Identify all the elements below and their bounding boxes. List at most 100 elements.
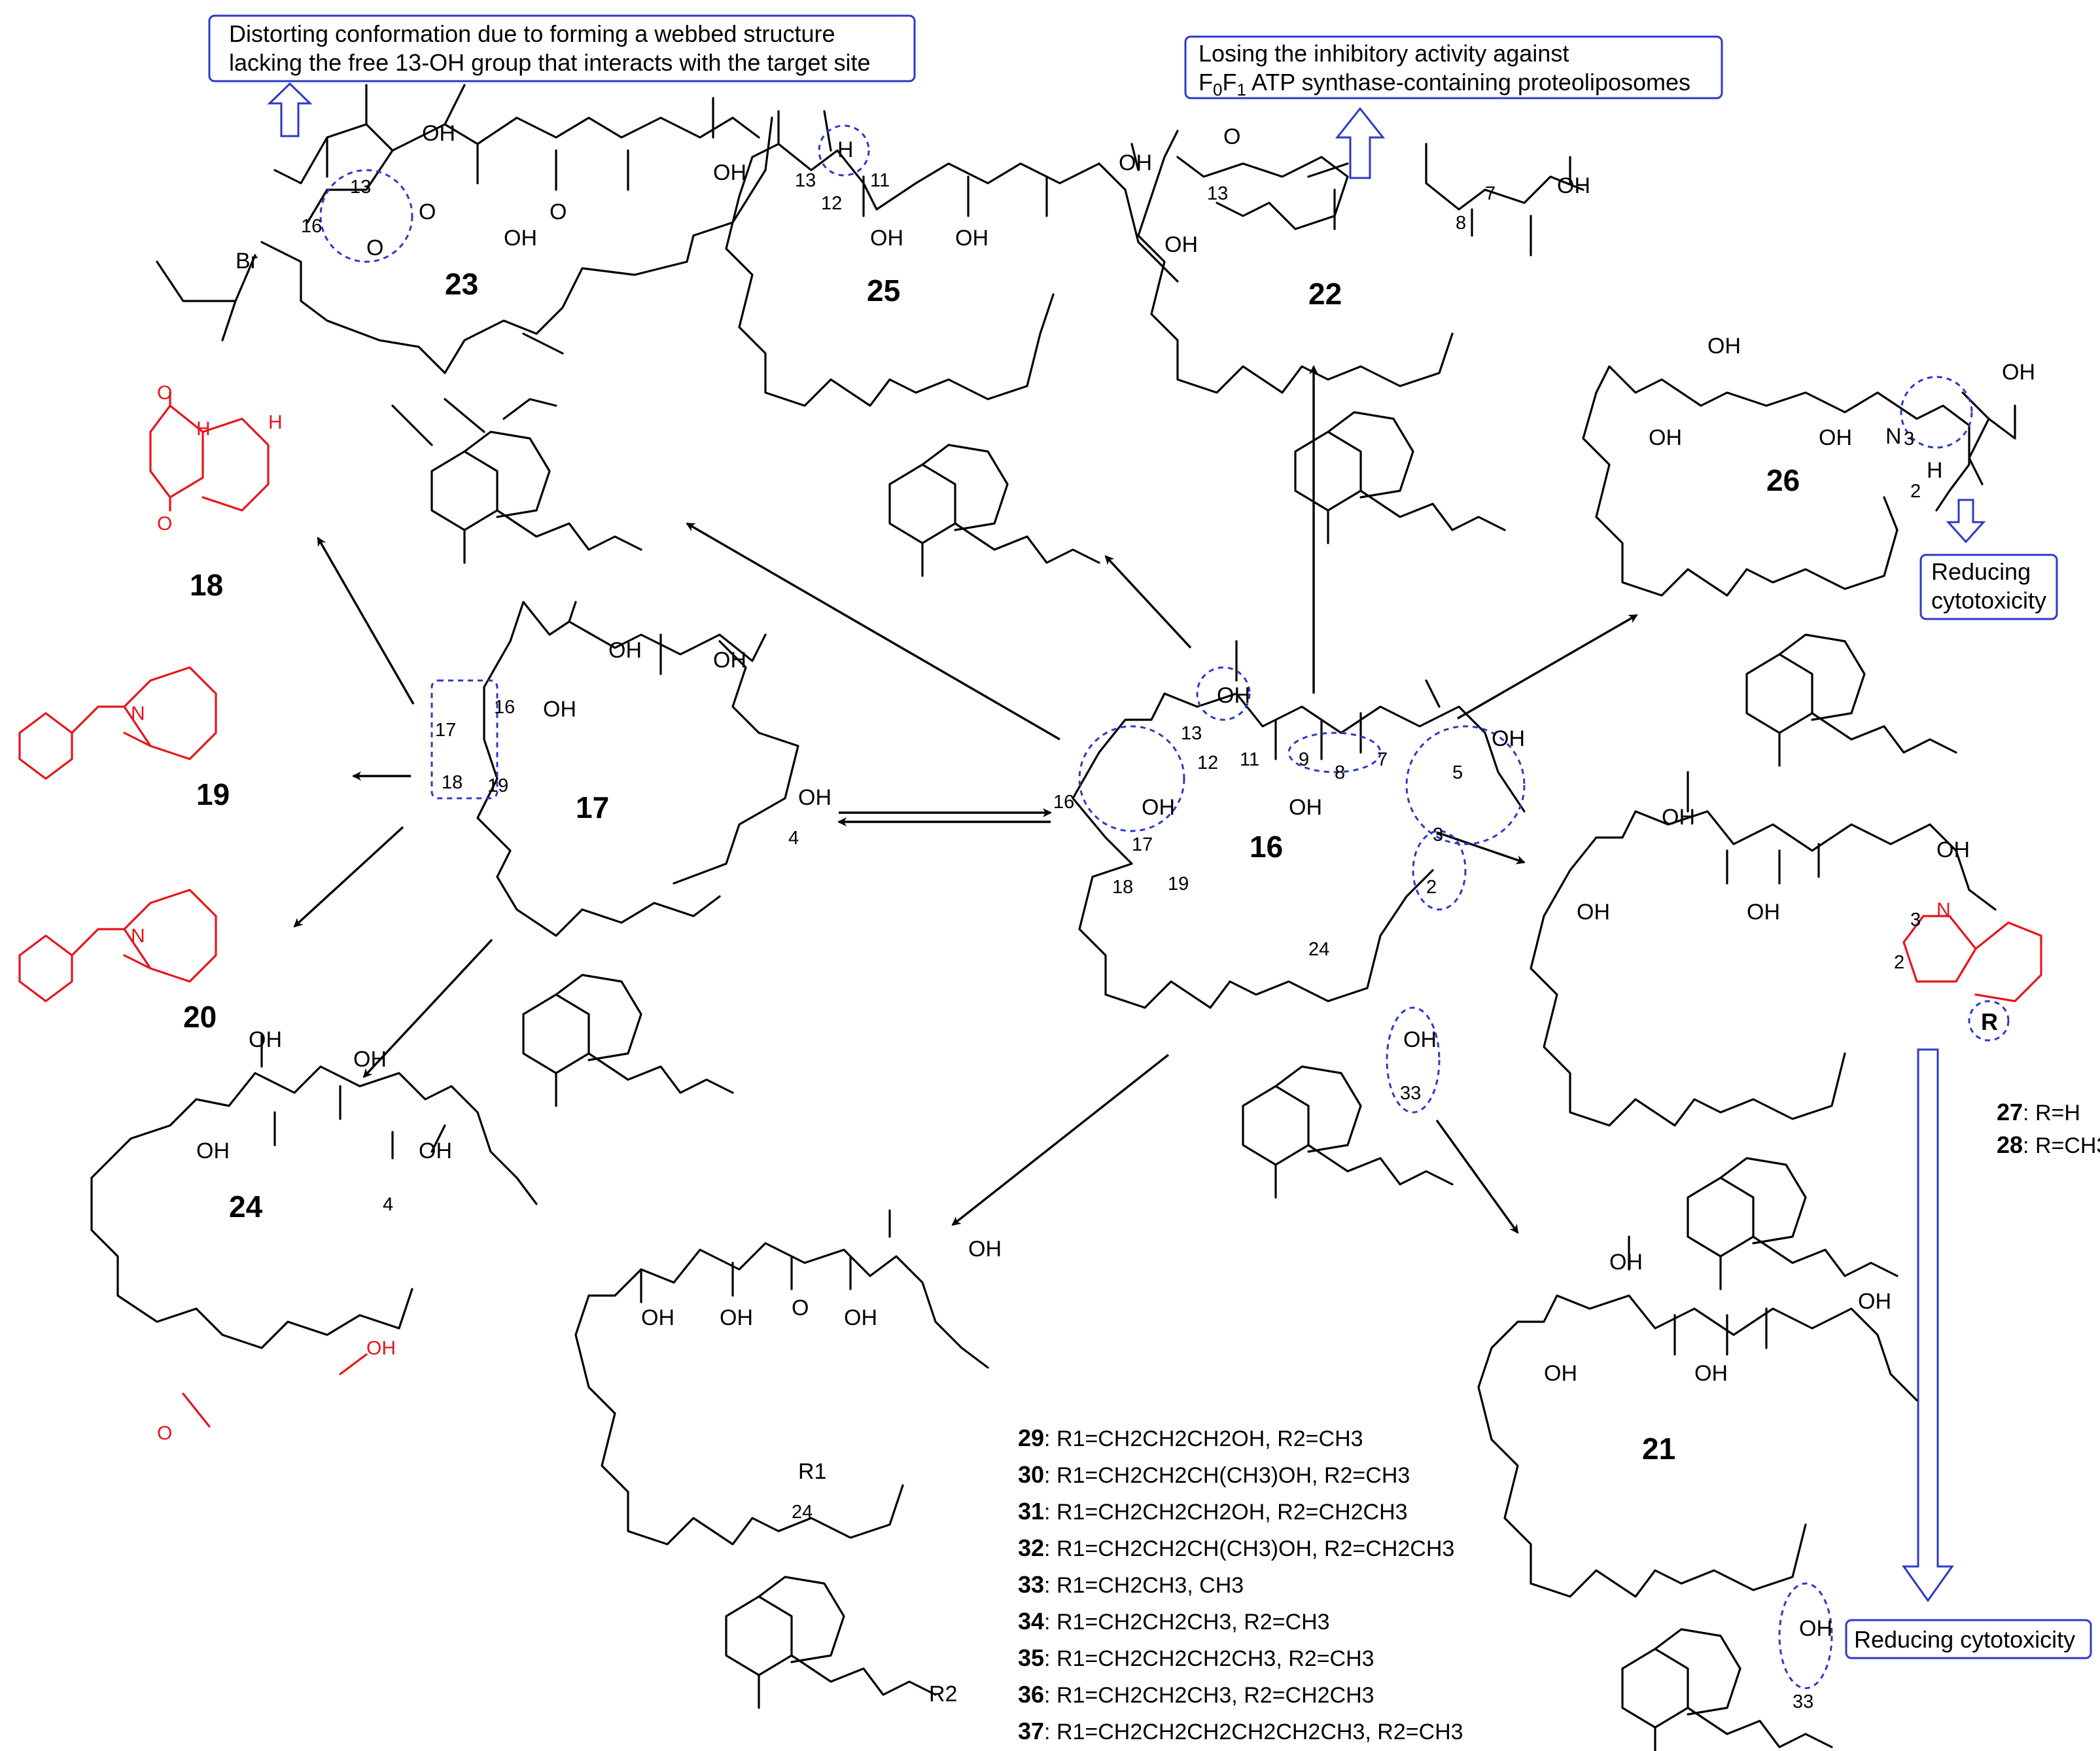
highlight-16-ring <box>1078 725 1185 832</box>
atom-oh-24c: OH <box>196 1139 230 1163</box>
analog-29: 29: R1=CH2CH2CH2OH, R2=CH3 <box>1018 1424 1363 1451</box>
arrow-16-to-23 <box>686 522 1060 741</box>
atom-r-27: R <box>1981 1008 1998 1035</box>
atom-oh-25c: OH <box>1119 150 1152 175</box>
atom-oh-21c: OH <box>1694 1361 1728 1386</box>
loc-24-16: 24 <box>1308 939 1329 960</box>
atom-oh-17d: OH <box>798 785 831 810</box>
atom-oh-27c: OH <box>1747 900 1780 925</box>
atom-oh-23a: OH <box>422 121 455 146</box>
loc-16-16: 16 <box>1053 792 1074 813</box>
atom-oh-24b: OH <box>353 1047 387 1072</box>
atom-n-20: N <box>131 925 145 947</box>
atom-n-26: N <box>1885 424 1902 449</box>
webbed-note-line2: lacking the free 13-OH group that intera… <box>229 49 871 76</box>
loc-4-17: 4 <box>788 828 799 849</box>
loc-12-25: 12 <box>821 193 842 214</box>
atom-h-26: H <box>1927 458 1943 483</box>
inhibitory-note-box <box>1184 35 1723 99</box>
analog-36: 36: R1=CH2CH2CH3, R2=CH2CH3 <box>1018 1681 1374 1708</box>
loc-2-26: 2 <box>1910 481 1921 502</box>
highlight-12-oh <box>1196 666 1251 721</box>
atom-o-18a: O <box>157 382 172 404</box>
loc-16-17: 16 <box>494 697 515 718</box>
reducing-note-26: Reducing cytotoxicity <box>1919 554 2058 620</box>
compound-21-label: 21 <box>1642 1432 1675 1466</box>
analog-31: 31: R1=CH2CH2CH2OH, R2=CH2CH3 <box>1018 1498 1408 1525</box>
analog-37: 37: R1=CH2CH2CH2CH2CH2CH3, R2=CH3 <box>1018 1718 1463 1744</box>
structure-25: H OH OH OH 13 12 11 25 <box>725 110 1179 577</box>
highlight-2-3 <box>1412 830 1467 911</box>
atom-oh-17b: OH <box>543 697 576 722</box>
structure-22: O OH OH 13 8 7 22 <box>1137 124 1590 544</box>
substituent-27: 27: R=H <box>1997 1099 2080 1125</box>
atom-oh-27b: OH <box>1577 900 1610 925</box>
loc-19-16: 19 <box>1168 874 1189 894</box>
loc-19-17: 19 <box>487 775 508 796</box>
inhibitory-note-line2: F0F1 ATP synthase-containing proteolipos… <box>1199 69 1690 99</box>
loc-11-16: 11 <box>1240 749 1259 770</box>
atom-o-18b: O <box>157 513 172 535</box>
analog-33: 33: R1=CH2CH3, CH3 <box>1018 1571 1244 1598</box>
loc-8-16: 8 <box>1335 762 1345 783</box>
structure-23: OH OH OH O O O Br 13 16 23 <box>156 84 773 564</box>
atom-oh-29b: OH <box>720 1305 753 1330</box>
arrow-16-to-25 <box>1104 555 1192 649</box>
atom-oh-24d: OH <box>419 1139 452 1163</box>
reducing-27-down-arrow-icon <box>1902 1048 1954 1602</box>
atom-oh-23c: OH <box>713 160 746 185</box>
structure-21: OH OH OH OH OH 33 21 <box>1477 1235 1918 1751</box>
atom-oh-26a: OH <box>1707 334 1741 359</box>
compound-16-label: 16 <box>1250 830 1283 864</box>
atom-oh-17c: OH <box>713 648 746 673</box>
compound-25-label: 25 <box>867 274 900 308</box>
atom-oh-24a: OH <box>249 1027 282 1052</box>
reducing-note-27-box <box>1845 1619 2092 1659</box>
atom-ho-22: OH <box>1164 232 1198 257</box>
atom-o-23b: O <box>550 200 567 224</box>
atom-oh-25a: OH <box>870 226 903 251</box>
atom-o-29: O <box>792 1296 809 1320</box>
compound-24-label: 24 <box>229 1190 263 1224</box>
loc-3-27: 3 <box>1910 910 1921 930</box>
compound-17-label: 17 <box>576 790 609 824</box>
atom-o-22a: O <box>1223 124 1240 149</box>
atom-oh-16c: OH <box>1289 795 1322 820</box>
arrow-17-to-24 <box>362 938 493 1078</box>
structure-16: OH OH OH OH OH 13 12 11 9 8 7 5 3 2 16 1… <box>1053 640 1526 1199</box>
loc-9-16: 9 <box>1299 749 1309 770</box>
atom-oh-21b: OH <box>1544 1361 1577 1386</box>
compound-22-label: 22 <box>1308 277 1342 311</box>
highlight-8-9 <box>1287 732 1382 773</box>
loc-3-26: 3 <box>1904 429 1914 450</box>
atom-oh-29a: OH <box>641 1305 674 1330</box>
reaction-arrows <box>293 365 1638 1234</box>
atom-oh-16e: OH <box>1403 1027 1437 1052</box>
reducing-note-27-text: Reducing cytotoxicity <box>1854 1626 2075 1653</box>
reducing-note-27: Reducing cytotoxicity <box>1845 1619 2092 1659</box>
loc-24-29: 24 <box>792 1502 813 1523</box>
reducing-note-26-line1: Reducing <box>1931 558 2031 585</box>
atom-oh-22: OH <box>1557 173 1590 198</box>
atom-oh-16a: OH <box>1217 683 1250 708</box>
highlight-5-7 <box>1405 725 1526 845</box>
atom-oh-26d: OH <box>2002 360 2035 385</box>
atom-oh-17a: OH <box>608 638 642 663</box>
compound-20-label: 20 <box>183 1000 217 1034</box>
highlight-33-oh <box>1386 1006 1441 1114</box>
reducing-note-26-line2: cytotoxicity <box>1931 587 2046 614</box>
highlight-33-oh-21 <box>1778 1582 1833 1689</box>
atom-oh-26c: OH <box>1819 425 1852 450</box>
loc-3-16: 3 <box>1433 824 1443 845</box>
highlight-13-16 <box>319 169 413 263</box>
loc-7-22: 7 <box>1485 183 1496 204</box>
reducing-note-26-box <box>1919 554 2058 620</box>
loc-11-25: 11 <box>870 170 890 191</box>
atom-oh-29d: OH <box>968 1237 1002 1262</box>
arrow-16-to-26 <box>1457 614 1638 720</box>
webbed-note-box <box>208 14 916 82</box>
inhibitory-up-arrow-icon <box>1335 107 1386 179</box>
atom-oh-21a: OH <box>1609 1250 1643 1275</box>
atom-n-19: N <box>131 703 145 724</box>
